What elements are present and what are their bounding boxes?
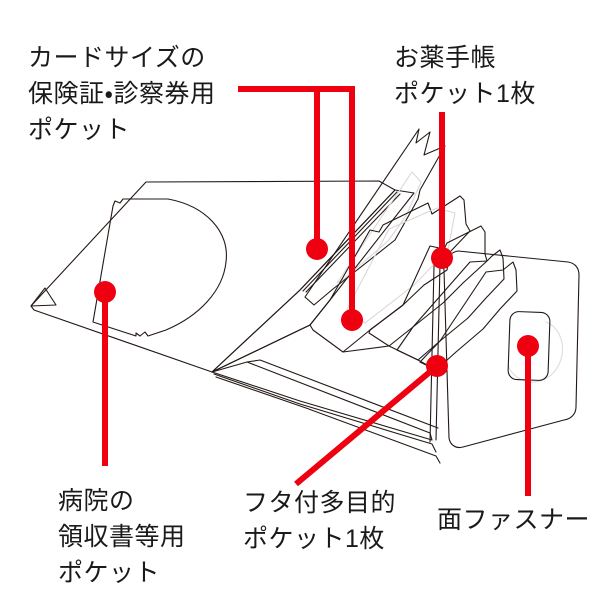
right-flap-inner-edge: [435, 263, 441, 441]
inner-sleeve-step-1: [368, 225, 488, 347]
leader-lines: [102, 86, 531, 496]
stacked-pages-fan-edge: [246, 359, 439, 429]
hook-and-loop-fastener-label: 面ファスナー: [437, 506, 591, 534]
dot-medicine-notebook: [431, 247, 453, 269]
leader-flap-pocket: [294, 363, 439, 487]
left-cover-panel: [30, 180, 396, 373]
dot-card-pocket-2: [341, 309, 363, 331]
dot-receipt-pocket: [94, 281, 116, 303]
inner-sleeve-step-3: [419, 261, 518, 371]
standing-leaf-flap-ghost: [336, 171, 422, 284]
dot-velcro: [517, 335, 539, 357]
stacked-pages-layer-2: [213, 373, 437, 453]
card-size-pocket-label: カードサイズの 保険証・診察券用 ポケット: [28, 44, 216, 144]
right-flap-emboss-ghost: [507, 321, 564, 383]
receipt-pocket-outline: [92, 198, 227, 337]
dot-card-pocket-1: [306, 238, 328, 260]
left-cover-corner-gusset: [30, 287, 57, 307]
stacked-pages-layer-1: [211, 361, 433, 441]
medicine-notebook-pocket-label: お薬手帳 ポケット1枚: [394, 44, 536, 108]
case-artwork: [30, 128, 580, 464]
hospital-receipt-pocket-label: 病院の 領収書等用 ポケット: [58, 487, 186, 587]
inner-sleeve-step-2: [396, 249, 505, 361]
standing-leaf-flap: [304, 128, 446, 306]
right-flap-inner-edge2: [429, 265, 435, 443]
dot-flap-pocket: [426, 355, 448, 377]
target-dots: [94, 238, 539, 377]
spine-bottom-crease: [211, 324, 311, 373]
stacked-pages-layer-3: [215, 376, 441, 464]
flap-multipurpose-pocket-label: フタ付多目的 ポケット1枚: [243, 489, 397, 553]
right-flap-panel: [443, 250, 580, 449]
sleeve-base-crease: [342, 345, 390, 353]
sleeve-base-crease-2: [388, 345, 419, 361]
